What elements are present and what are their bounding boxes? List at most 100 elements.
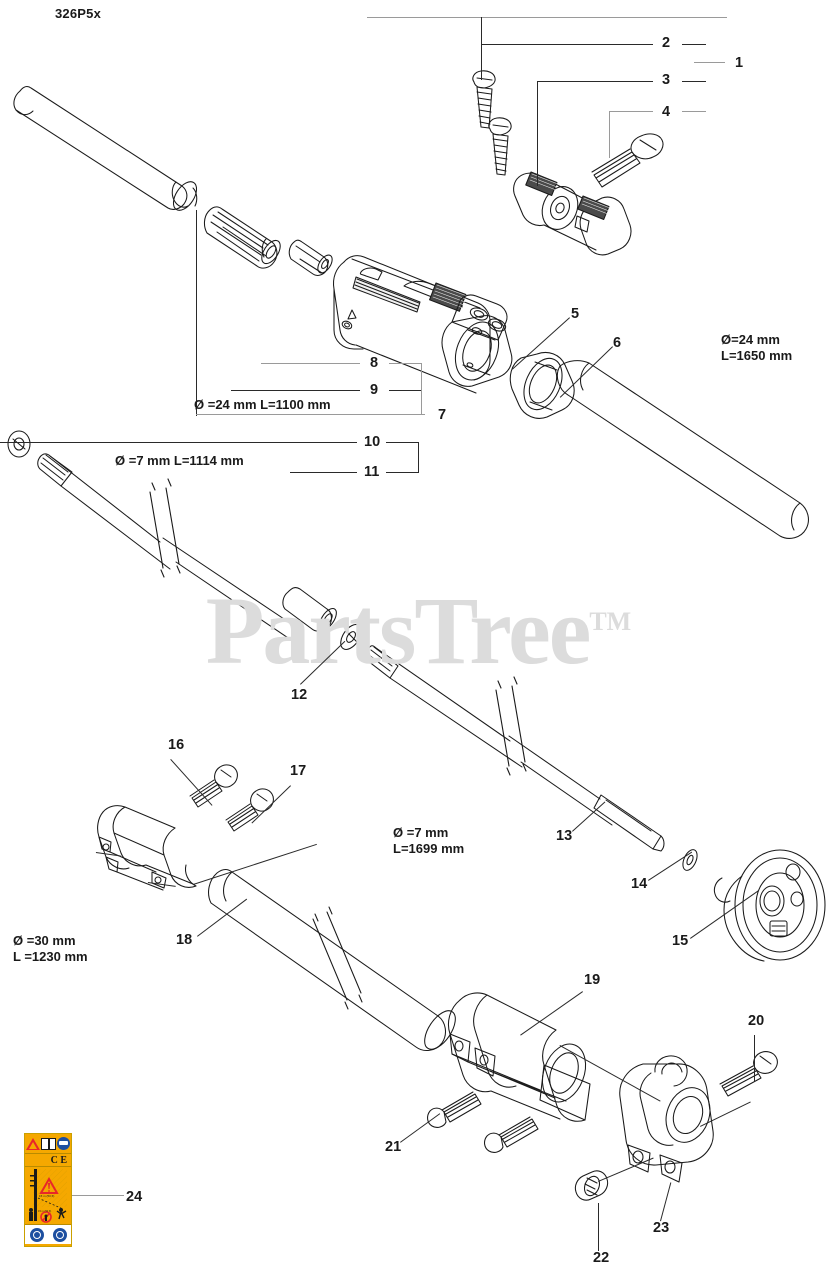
leader-22-link [598, 1157, 654, 1182]
part-screw-16 [189, 764, 238, 808]
leader-9-stub [389, 390, 421, 391]
part-drive-drum-15 [713, 849, 826, 962]
part-drive-shaft-upper [7, 430, 171, 570]
callout-5: 5 [571, 306, 580, 322]
callout-9: 9 [370, 382, 379, 398]
part-shaft-coupler [282, 587, 337, 632]
leader-23-diagonal [660, 1182, 672, 1222]
leader-8-horizontal [261, 363, 360, 364]
electric-hazard-illustration: 15 m (50 ft) 15 m (50 ft) [29, 1169, 67, 1223]
dimension-line: Ø =7 mm L=1114 mm [115, 453, 244, 468]
part-washer-14 [682, 849, 698, 871]
leader-24-horizontal [72, 1195, 124, 1196]
part-sleeve-bushing [288, 239, 333, 276]
svg-text:15 m (50 ft): 15 m (50 ft) [38, 1209, 51, 1213]
decal-band-ce: C E [25, 1154, 71, 1167]
leader-13-diagonal [572, 801, 606, 832]
dimension-line: Ø =24 mm L=1100 mm [194, 397, 331, 412]
leader-16-link [95, 852, 121, 857]
break-mark-lower [495, 676, 527, 776]
leader-19-link [559, 1045, 661, 1102]
leader-16-link2 [147, 882, 176, 887]
part-bolt-4 [591, 133, 664, 188]
leader-9-horizontal [231, 390, 360, 391]
break-mark-upper [149, 478, 181, 578]
callout-10: 10 [364, 434, 381, 450]
decal-band-symbols [25, 1134, 71, 1154]
read-manual-icon [40, 1137, 56, 1150]
part-screw-20 [719, 1051, 778, 1097]
leader-17-link [193, 843, 317, 885]
leader-4-vertical [609, 111, 610, 158]
leader-20-link [700, 1101, 751, 1127]
part-lower-clamp-23 [619, 1055, 714, 1183]
callout-3: 3 [662, 72, 671, 88]
leader-10-horizontal [0, 442, 357, 443]
callout-17: 17 [290, 763, 307, 779]
part-nut-22 [574, 1170, 609, 1201]
leader-2-vertical [481, 17, 482, 80]
part-screw-21 [427, 1091, 482, 1128]
part-shaft-square-end [593, 794, 665, 852]
decal-band-ppe [25, 1225, 71, 1244]
dimension-line: L=1650 mm [721, 348, 793, 364]
dimension-shaft-1114: Ø =7 mm L=1114 mm [115, 453, 244, 469]
callout-14: 14 [631, 876, 648, 892]
svg-text:15 m (50 ft): 15 m (50 ft) [39, 1194, 54, 1198]
part-drive-shaft-lower [365, 645, 523, 768]
callout-21: 21 [385, 1139, 402, 1155]
part-large-tube-18 [208, 868, 456, 1052]
ear-protection-icon [52, 1227, 67, 1242]
dimension-line: L=1699 mm [393, 841, 465, 857]
leader-2-horizontal [481, 44, 653, 45]
leader-8-stub [389, 363, 421, 364]
callout-19: 19 [584, 972, 601, 988]
leader-12-diagonal [300, 640, 346, 685]
leader-14-diagonal [648, 851, 693, 881]
leader-789-bracket [421, 363, 422, 414]
part-ferrule-ring [171, 181, 198, 211]
callout-24: 24 [126, 1189, 143, 1205]
dimension-tube-1230: Ø =30 mm L =1230 mm [13, 933, 88, 966]
leader-5-diagonal [512, 317, 570, 370]
leader-21-diagonal [400, 1113, 441, 1143]
callout-7: 7 [438, 407, 447, 423]
decal-band-hazard: 15 m (50 ft) 15 m (50 ft) [25, 1167, 71, 1225]
leader-18-diagonal [197, 898, 248, 937]
part-upper-shaft-tube [13, 86, 188, 210]
callout-15: 15 [672, 933, 689, 949]
leader-3-horizontal [537, 81, 653, 82]
dimension-line: Ø =30 mm [13, 933, 76, 948]
dimension-upper-right: Ø=24 mm L=1650 mm [721, 332, 792, 365]
callout-12: 12 [291, 687, 308, 703]
dimension-line: Ø =7 mm [393, 825, 449, 840]
part-throttle-housing [333, 255, 513, 394]
model-code: 326P5x [55, 6, 102, 21]
callout-13: 13 [556, 828, 573, 844]
callout-22: 22 [593, 1250, 610, 1266]
dimension-line: Ø=24 mm [721, 332, 780, 347]
callout-1: 1 [735, 55, 744, 71]
warning-triangle-icon [25, 1137, 40, 1150]
callout-23: 23 [653, 1220, 670, 1236]
part-lower-main-tube [556, 360, 809, 539]
leader-7-vertical-left [196, 210, 197, 416]
callout-6: 6 [613, 335, 622, 351]
dimension-tube-1100: Ø =24 mm L=1100 mm [194, 397, 331, 413]
leader-3-stub [682, 81, 706, 82]
leader-11-stub [386, 472, 418, 473]
part-screw-3 [488, 117, 512, 176]
callout-11: 11 [364, 464, 380, 480]
helmet-icon [57, 1137, 71, 1150]
leader-19-diagonal [520, 991, 583, 1036]
leader-22-vertical [598, 1203, 599, 1251]
part-handle-clamp-1 [513, 171, 632, 256]
leader-15-diagonal [690, 890, 759, 939]
part-split-collar [509, 351, 575, 419]
callout-20: 20 [748, 1013, 765, 1029]
dimension-shaft-1699: Ø =7 mm L=1699 mm [393, 825, 464, 858]
leader-1-top [367, 17, 727, 18]
ce-mark: C E [50, 1154, 67, 1166]
